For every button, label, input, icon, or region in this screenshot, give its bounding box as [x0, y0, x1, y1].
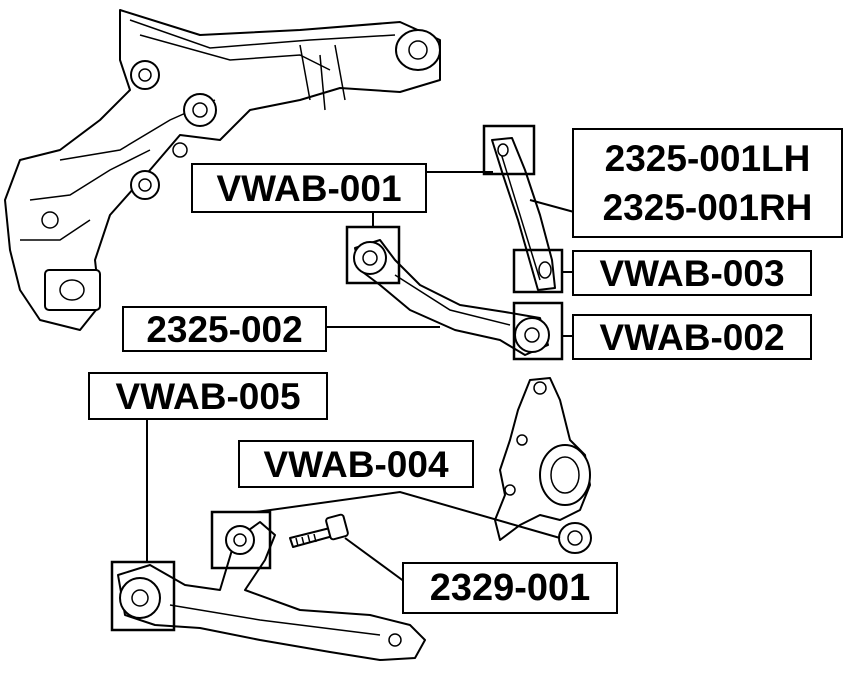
label-2325-001lh-text: 2325-001LH: [604, 138, 811, 179]
label-2329-001-text: 2329-001: [429, 567, 591, 609]
label-vwab-005-text: VWAB-005: [115, 375, 301, 417]
label-vwab-003-text: VWAB-003: [599, 252, 785, 294]
label-vwab-002-text: VWAB-002: [599, 316, 785, 358]
label-2325-001rh-text: 2325-001RH: [602, 187, 813, 228]
label-vwab-001-text: VWAB-001: [216, 167, 402, 209]
leader-lines: [146, 171, 575, 583]
rear-subframe-drawing: [4, 9, 441, 331]
label-2329-001: 2329-001: [402, 562, 618, 614]
label-vwab-002: VWAB-002: [572, 314, 812, 360]
label-2325-002: 2325-002: [122, 306, 327, 352]
bolt-drawing: [289, 513, 349, 548]
highlight-box-vwab-002: [512, 301, 564, 361]
highlight-box-vwab-005: [110, 560, 176, 632]
label-vwab-003: VWAB-003: [572, 250, 812, 296]
label-2325-002-text: 2325-002: [146, 308, 303, 350]
upper-link-drawing: [491, 137, 556, 291]
lower-control-arm-drawing: [353, 239, 550, 356]
highlight-box-vwab-004: [210, 510, 272, 570]
label-vwab-005: VWAB-005: [88, 372, 328, 420]
lower-wishbone-drawing: [117, 521, 426, 661]
label-vwab-004: VWAB-004: [238, 440, 474, 488]
wheel-knuckle-drawing: [494, 377, 592, 554]
label-2325-001: 2325-001LH 2325-001RH: [572, 128, 843, 238]
highlight-box-upper-link-top: [482, 124, 536, 176]
label-vwab-004-text: VWAB-004: [263, 443, 449, 485]
label-vwab-001: VWAB-001: [191, 163, 427, 213]
